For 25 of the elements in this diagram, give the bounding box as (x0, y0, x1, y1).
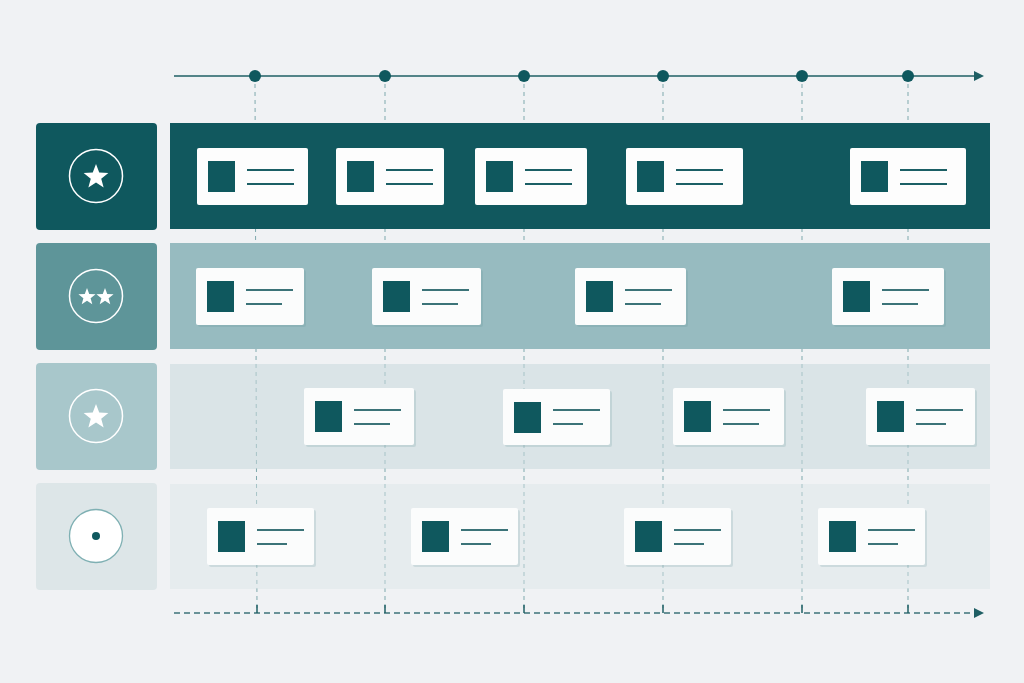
card (673, 388, 784, 445)
row-header (36, 123, 157, 230)
card (336, 148, 444, 205)
card (207, 508, 314, 565)
swimlane (170, 243, 990, 349)
card (575, 268, 686, 325)
card (624, 508, 731, 565)
swimlane (170, 484, 990, 589)
swimlane (170, 123, 990, 229)
card (503, 389, 610, 445)
swimlane (170, 364, 990, 469)
card (866, 388, 975, 445)
card (626, 148, 743, 205)
card (196, 268, 304, 325)
card (475, 148, 587, 205)
row-header (36, 363, 157, 470)
card (197, 148, 308, 205)
card (818, 508, 925, 565)
row-header (36, 483, 157, 590)
card (832, 268, 944, 325)
row-header (36, 243, 157, 350)
card (850, 148, 966, 205)
card (411, 508, 518, 565)
card (372, 268, 481, 325)
card (304, 388, 414, 445)
